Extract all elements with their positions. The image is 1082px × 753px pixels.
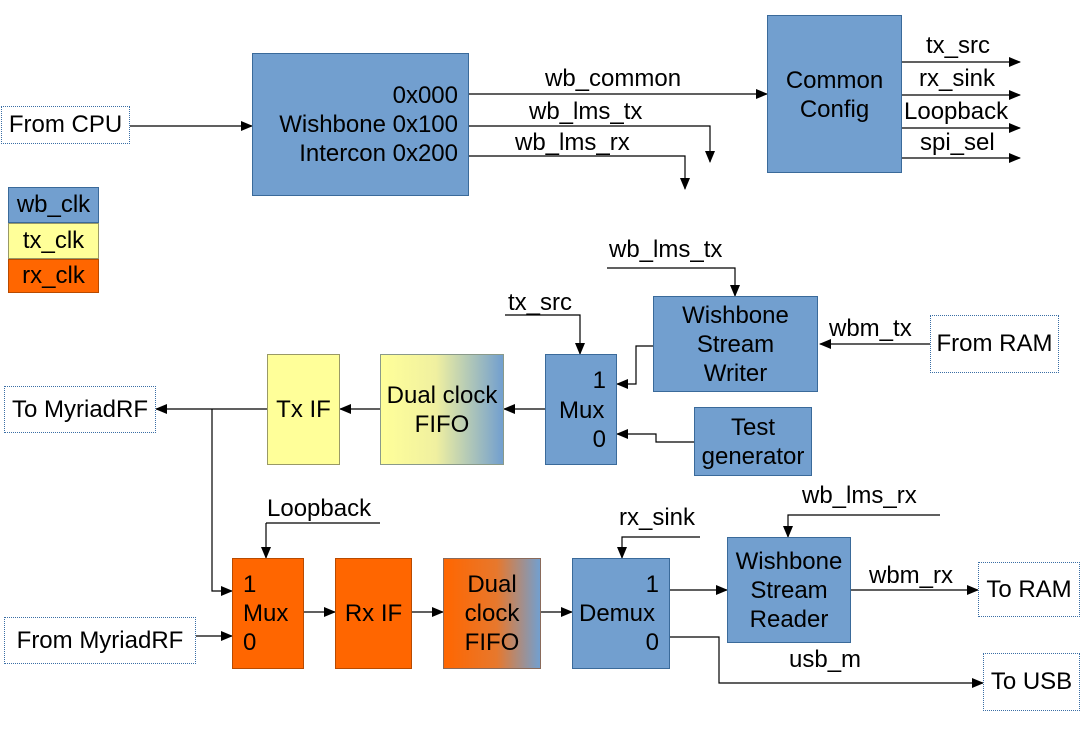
rx-if-label: Rx IF [344, 600, 403, 627]
demux-to-usb-line [670, 636, 984, 688]
legend-wb-clk: wb_clk [8, 187, 99, 223]
signal-wb-lms-rx-in: wb_lms_rx [802, 482, 917, 509]
rx-sink-in-line [617, 536, 700, 559]
legend-tx-clk: tx_clk [8, 223, 99, 259]
wb-lms-rx-in-line [783, 514, 940, 538]
common-config-line1: Common [785, 67, 884, 94]
from-cpu-port: From CPU [1, 106, 130, 144]
signal-wb-lms-rx: wb_lms_rx [515, 129, 630, 156]
from-ram-port: From RAM [930, 315, 1059, 373]
signal-tx-src: tx_src [926, 32, 991, 59]
signal-wbm-tx: wbm_tx [829, 315, 912, 342]
to-ram-port: To RAM [978, 562, 1080, 617]
testgen-line2: generator [701, 442, 805, 470]
signal-usb-m: usb_m [789, 646, 862, 673]
wb-lms-tx-in-line [607, 267, 740, 297]
testgen-line1: Test [730, 413, 775, 441]
tx-loop-tap-line [211, 409, 233, 596]
demux-label: Demux [579, 600, 656, 627]
to-myriadrf-label: To MyriadRF [11, 395, 149, 423]
wishbone-stream-reader-block: Wishbone Stream Reader [727, 537, 851, 643]
to-usb-label: To USB [990, 668, 1073, 695]
signal-rx-sink: rx_sink [919, 65, 996, 92]
wishbone-intercon-block: 0x000 Wishbone 0x100 Intercon 0x200 [252, 53, 469, 196]
rx-dual-clock-fifo-block: Dual clock FIFO [443, 558, 541, 669]
legend-tx-clk-label: tx_clk [22, 227, 85, 254]
legend-rx-clk: rx_clk [8, 259, 99, 293]
tx-if-label: Tx IF [276, 396, 331, 423]
tx-mux-in0: 0 [592, 426, 606, 453]
from-ram-label: From RAM [936, 330, 1053, 357]
tx-fifo-line1: Dual clock [386, 381, 498, 409]
signal-wb-common: wb_common [545, 65, 682, 92]
intercon-addr-0x100: Wishbone 0x100 [279, 111, 458, 138]
from-cpu-label: From CPU [8, 111, 123, 138]
demux-out0: 0 [645, 629, 659, 656]
testgen-to-mux-line [616, 429, 694, 443]
tx-mux-label: Mux [559, 397, 605, 424]
rx-fifo-line3: FIFO [464, 629, 520, 656]
tx-fifo-line2: FIFO [414, 410, 470, 438]
intercon-addr-0x000: 0x000 [392, 82, 458, 109]
signal-rx-sink-in: rx_sink [619, 504, 696, 531]
rx-mux-in1: 1 [243, 571, 257, 598]
from-myriadrf-port: From MyriadRF [4, 617, 196, 664]
rx-demux-block: 1 Demux 0 [572, 558, 670, 669]
legend-rx-clk-label: rx_clk [22, 262, 85, 289]
wb-lms-tx-line [469, 125, 715, 163]
signal-wb-lms-tx: wb_lms_tx [529, 98, 643, 125]
rx-mux-block: 1 Mux 0 [232, 558, 304, 669]
to-usb-port: To USB [983, 653, 1080, 711]
intercon-addr-0x200: Intercon 0x200 [299, 140, 458, 167]
common-config-block: Common Config [767, 15, 902, 173]
tx-dual-clock-fifo-block: Dual clock FIFO [380, 354, 504, 465]
signal-loopback-in: Loopback [267, 495, 372, 522]
wb-lms-rx-line [469, 155, 690, 190]
signal-wb-lms-tx-in: wb_lms_tx [609, 236, 723, 263]
tx-mux-block: 1 Mux 0 [545, 354, 617, 465]
wishbone-stream-writer-block: Wishbone Stream Writer [653, 296, 818, 392]
writer-line3: Writer [703, 359, 768, 387]
signal-loopback: Loopback [904, 98, 1009, 125]
common-config-line2: Config [799, 96, 870, 123]
reader-line2: Stream [750, 576, 828, 604]
from-myriadrf-label: From MyriadRF [16, 626, 184, 654]
writer-line2: Stream [696, 330, 775, 358]
reader-line3: Reader [749, 605, 829, 633]
demux-out1: 1 [645, 571, 659, 598]
tx-if-block: Tx IF [267, 354, 340, 465]
test-generator-block: Test generator [694, 407, 812, 476]
signal-tx-src-in: tx_src [508, 289, 573, 316]
rx-fifo-line2: clock [464, 600, 520, 627]
to-myriadrf-port: To MyriadRF [4, 386, 156, 433]
tx-mux-in1: 1 [592, 367, 606, 394]
tx-src-in-line [505, 314, 585, 355]
to-ram-label: To RAM [986, 575, 1072, 603]
writer-to-mux-line [616, 345, 653, 389]
signal-spi-sel: spi_sel [920, 129, 995, 156]
rx-mux-label: Mux [243, 600, 289, 627]
signal-wbm-rx: wbm_rx [869, 562, 954, 589]
reader-line1: Wishbone [735, 547, 843, 575]
legend-wb-clk-label: wb_clk [16, 191, 91, 218]
rx-fifo-line1: Dual [467, 571, 517, 598]
writer-line1: Wishbone [682, 301, 789, 329]
rx-if-block: Rx IF [335, 558, 412, 669]
rx-mux-in0: 0 [243, 629, 257, 656]
